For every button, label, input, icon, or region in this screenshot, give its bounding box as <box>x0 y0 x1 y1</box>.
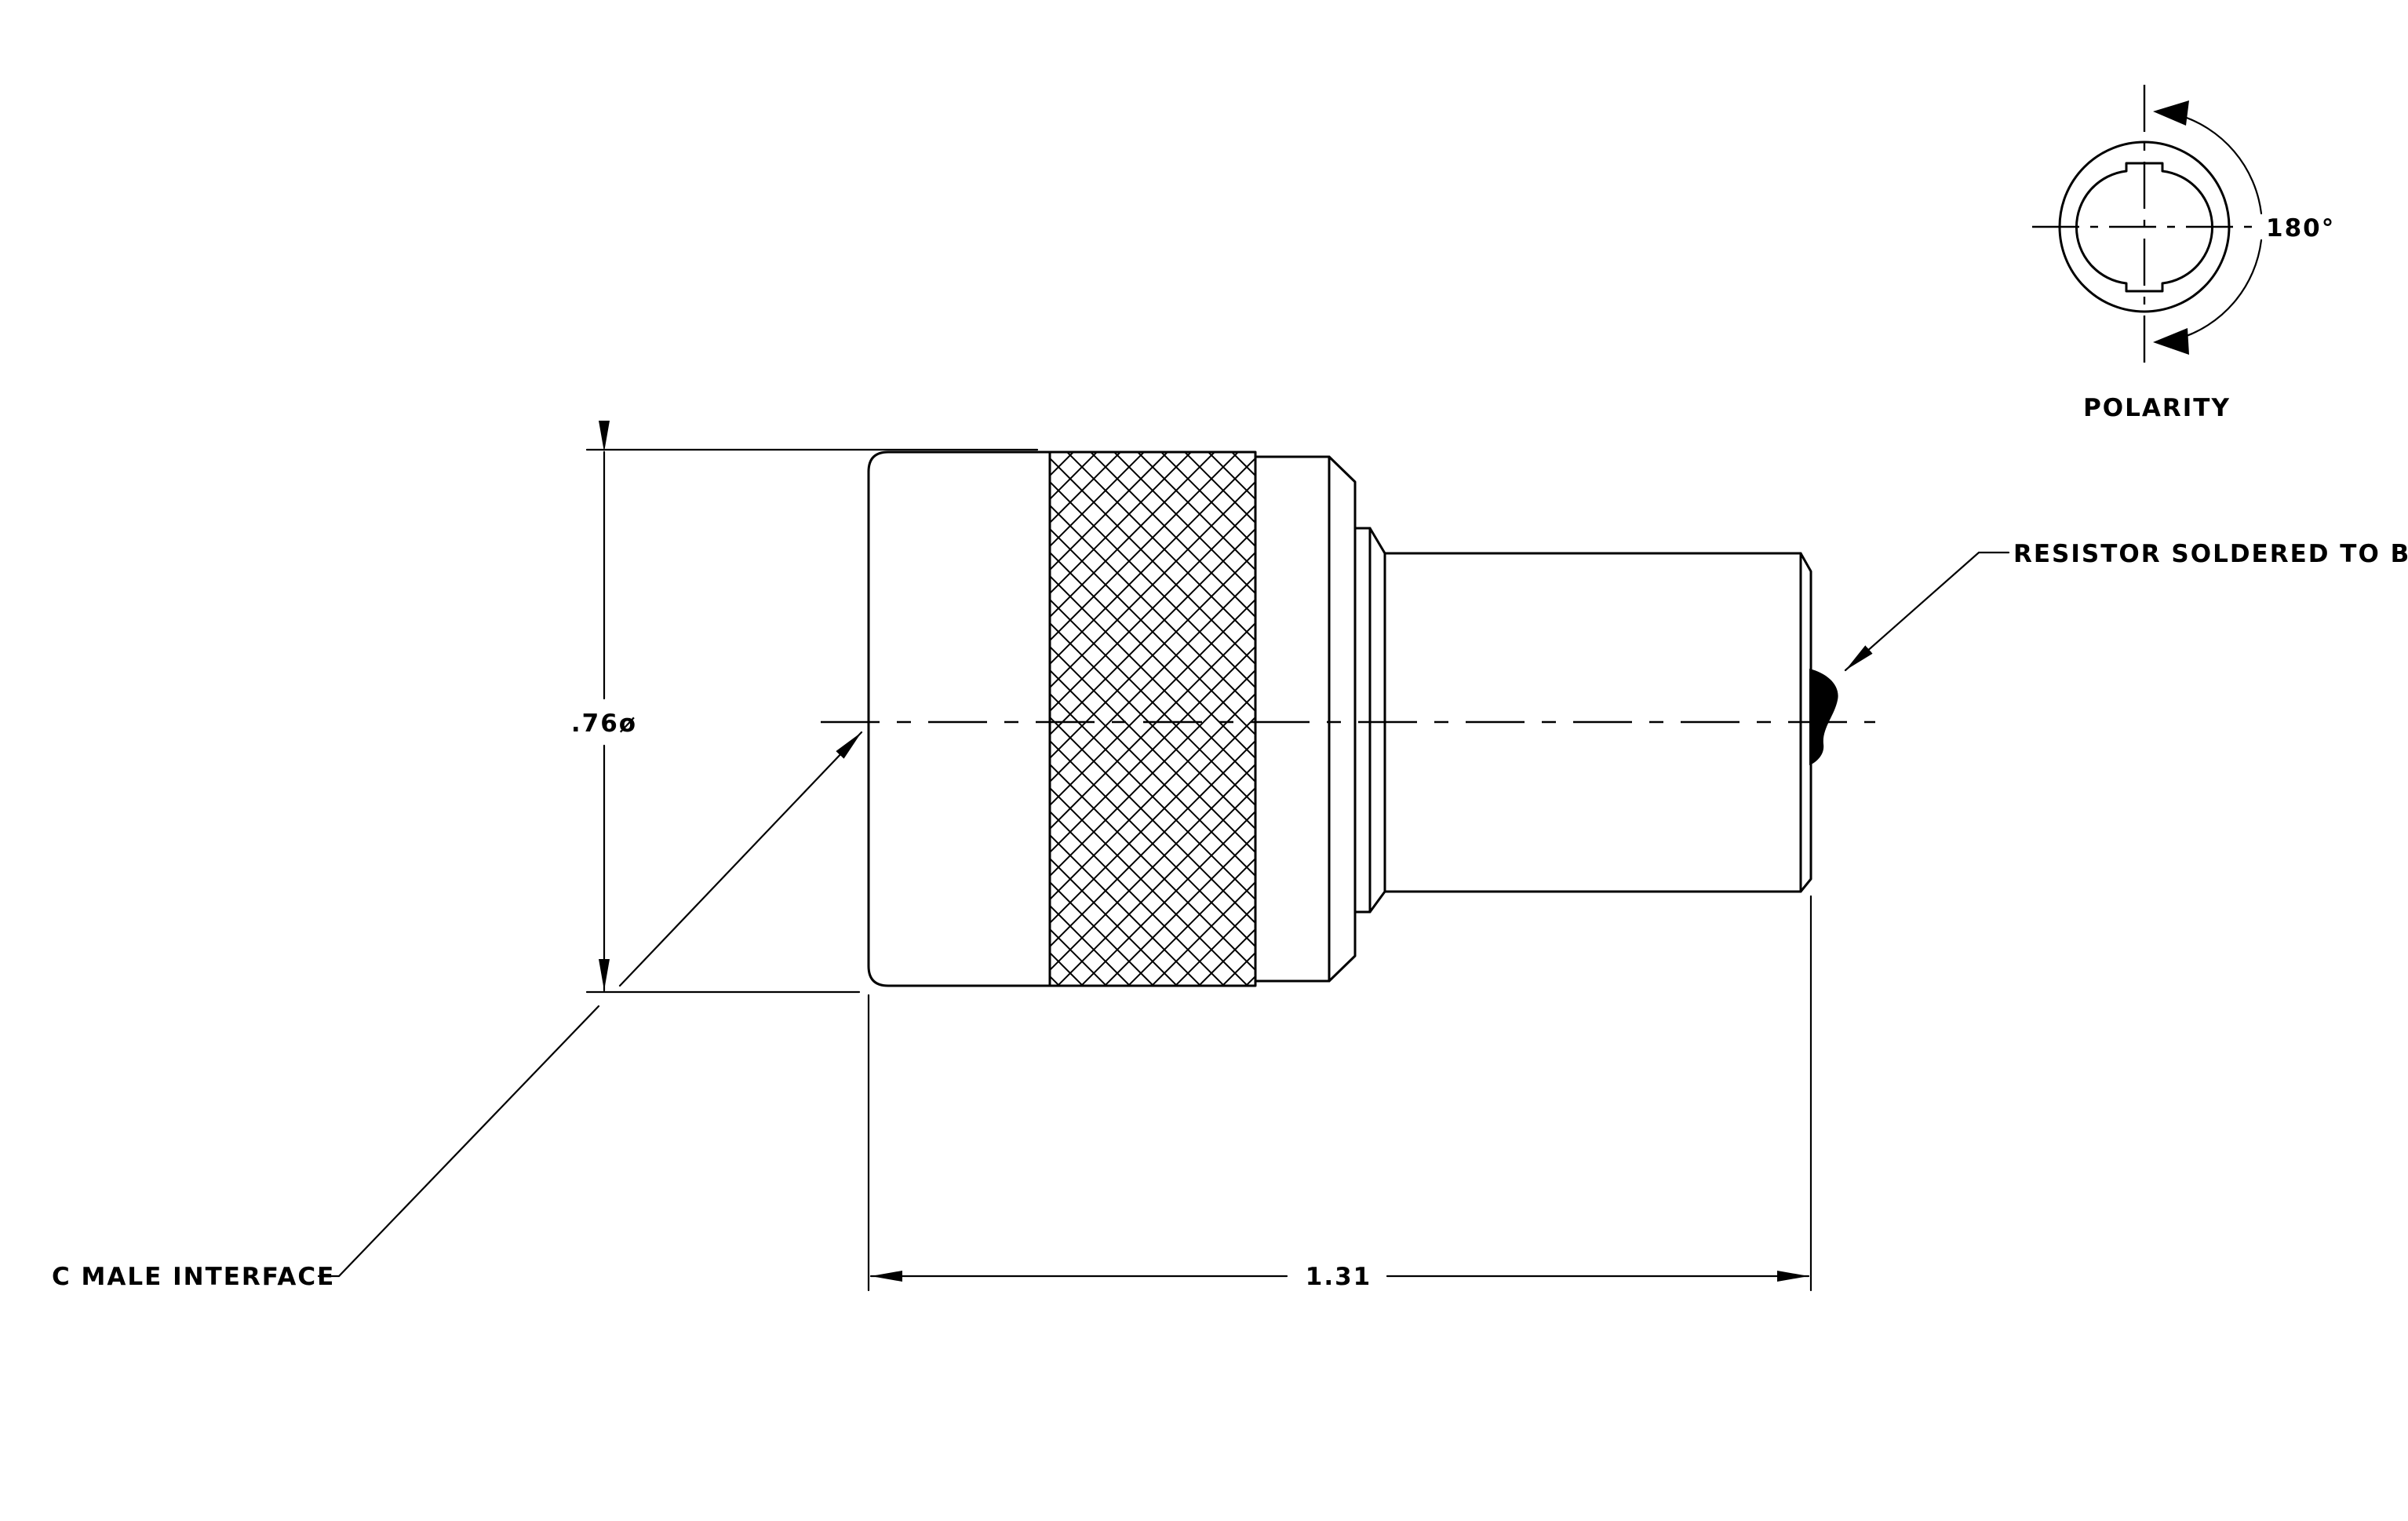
resistor-leader <box>1844 551 2010 672</box>
resistor-note: RESISTOR SOLDERED TO BODY <box>2013 540 2408 568</box>
connector-body <box>867 450 1838 987</box>
interface-note: C MALE INTERFACE <box>52 1263 335 1291</box>
polarity-title: POLARITY <box>2083 394 2231 422</box>
arrow-top-icon <box>2153 100 2189 126</box>
knurl-hatch <box>1050 452 1255 986</box>
length-dimension <box>867 895 1812 1292</box>
arrow-bottom-icon <box>2153 328 2189 355</box>
polarity-view <box>2032 85 2263 369</box>
diameter-dimension <box>585 421 1039 994</box>
diameter-label: .76ø <box>571 709 637 738</box>
polarity-angle: 180° <box>2266 214 2335 243</box>
solder-blob-icon <box>1809 669 1838 765</box>
polarity-arc-bottom <box>2176 239 2263 341</box>
polarity-arc-top <box>2176 113 2263 215</box>
interface-leader <box>317 731 863 1278</box>
length-label: 1.31 <box>1306 1263 1372 1291</box>
knurled-nut <box>1048 450 1257 987</box>
